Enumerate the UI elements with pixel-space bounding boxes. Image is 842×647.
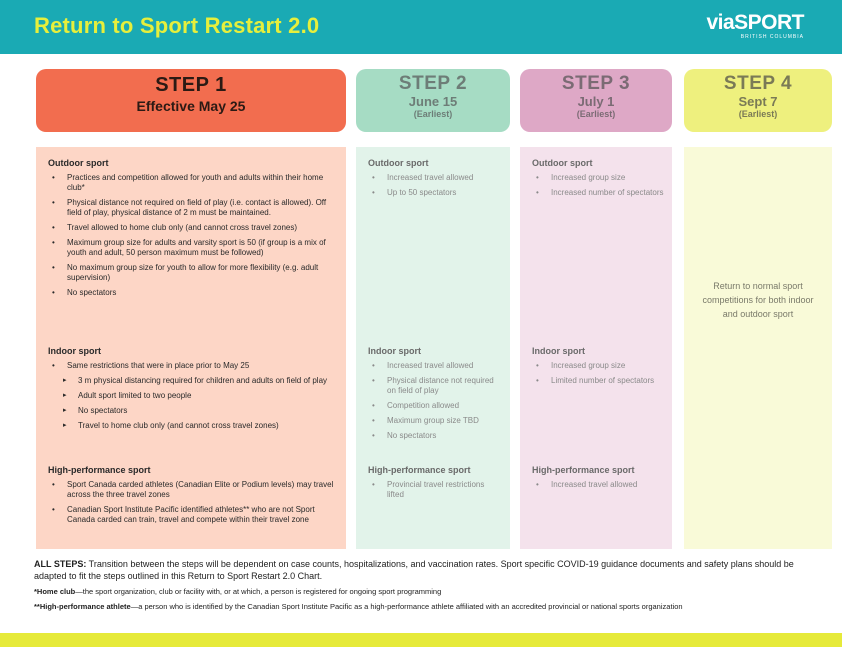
- step-2-hp-section: High-performance sport Provincial travel…: [368, 465, 502, 505]
- home-club-label: *Home club: [34, 587, 76, 596]
- logo-wordmark: viaSPORT: [706, 11, 804, 34]
- step-3-indoor-section: Indoor sport Increased group size Limite…: [532, 346, 664, 391]
- list-item: Increased travel allowed: [532, 480, 664, 490]
- section-heading: Outdoor sport: [48, 158, 109, 168]
- list-item: Competition allowed: [368, 401, 502, 411]
- list-item: Physical distance not required on field …: [368, 376, 502, 396]
- list-item: Sport Canada carded athletes (Canadian E…: [48, 480, 338, 500]
- list-item: No spectators: [48, 288, 338, 298]
- step-2-label: STEP 2: [398, 73, 468, 94]
- list-item: Practices and competition allowed for yo…: [48, 173, 338, 193]
- section-heading: Indoor sport: [532, 346, 585, 356]
- list-item: Limited number of spectators: [532, 376, 664, 386]
- step-2-date: June 15: [408, 94, 458, 109]
- list-item: Provincial travel restrictions lifted: [368, 480, 502, 500]
- section-heading: High-performance sport: [48, 465, 151, 475]
- sub-list-item: No spectators: [48, 406, 338, 416]
- list-item: No spectators: [368, 431, 502, 441]
- list-item: No maximum group size for youth to allow…: [48, 263, 338, 283]
- list-item: Increased travel allowed: [368, 361, 502, 371]
- sub-list-item: Adult sport limited to two people: [48, 391, 338, 401]
- bullet-list: Increased travel allowed Up to 50 specta…: [368, 173, 502, 198]
- step-1-indoor-section: Indoor sport Same restrictions that were…: [48, 346, 338, 436]
- list-item: Physical distance not required on field …: [48, 198, 338, 218]
- section-heading: Outdoor sport: [532, 158, 593, 168]
- step-1-hp-section: High-performance sport Sport Canada card…: [48, 465, 338, 530]
- step-1-outdoor-section: Outdoor sport Practices and competition …: [48, 158, 338, 303]
- step-1-column: Outdoor sport Practices and competition …: [36, 147, 346, 549]
- hp-athlete-label: **High-performance athlete: [34, 602, 131, 611]
- step-3-hp-section: High-performance sport Increased travel …: [532, 465, 664, 495]
- list-item: Up to 50 spectators: [368, 188, 502, 198]
- step-2-column: Outdoor sport Increased travel allowed U…: [356, 147, 510, 549]
- bullet-list: Increased travel allowed: [532, 480, 664, 490]
- step-2-outdoor-section: Outdoor sport Increased travel allowed U…: [368, 158, 502, 203]
- step-3-header: STEP 3 July 1 (Earliest): [520, 69, 672, 132]
- section-heading: Outdoor sport: [368, 158, 429, 168]
- step-4-header: STEP 4 Sept 7 (Earliest): [684, 69, 832, 132]
- section-heading: High-performance sport: [532, 465, 635, 475]
- bullet-list: Sport Canada carded athletes (Canadian E…: [48, 480, 338, 525]
- logo-subtitle: BRITISH COLUMBIA: [740, 34, 804, 40]
- step-3-outdoor-section: Outdoor sport Increased group size Incre…: [532, 158, 664, 203]
- step-1-label: STEP 1: [155, 74, 227, 96]
- step-2-indoor-section: Indoor sport Increased travel allowed Ph…: [368, 346, 502, 446]
- list-item: Increased travel allowed: [368, 173, 502, 183]
- bullet-list: Increased group size Limited number of s…: [532, 361, 664, 386]
- list-item: Maximum group size TBD: [368, 416, 502, 426]
- list-item: Maximum group size for adults and varsit…: [48, 238, 338, 258]
- home-club-text: —the sport organization, club or facilit…: [75, 587, 442, 596]
- hp-athlete-text: —a person who is identified by the Canad…: [130, 602, 683, 611]
- header-bar: Return to Sport Restart 2.0 viaSPORT BRI…: [0, 0, 842, 54]
- step-4-column: Return to normal sport competitions for …: [684, 147, 832, 549]
- all-steps-text: Transition between the steps will be dep…: [34, 559, 794, 581]
- section-heading: Indoor sport: [368, 346, 421, 356]
- home-club-note: *Home club—the sport organization, club …: [34, 587, 804, 597]
- all-steps-note: ALL STEPS: Transition between the steps …: [34, 558, 804, 582]
- sub-list-item: 3 m physical distancing required for chi…: [48, 376, 338, 386]
- footer-notes: ALL STEPS: Transition between the steps …: [34, 558, 804, 612]
- step-1-header: STEP 1 Effective May 25: [36, 69, 346, 132]
- bullet-list: Provincial travel restrictions lifted: [368, 480, 502, 500]
- step-4-text: Return to normal sport competitions for …: [702, 281, 814, 319]
- list-item: Travel allowed to home club only (and ca…: [48, 223, 338, 233]
- section-heading: High-performance sport: [368, 465, 471, 475]
- list-item: Increased group size: [532, 173, 664, 183]
- step-2-header: STEP 2 June 15 (Earliest): [356, 69, 510, 132]
- section-heading: Indoor sport: [48, 346, 101, 356]
- step-3-label: STEP 3: [561, 73, 631, 94]
- sub-list-item: Travel to home club only (and cannot cro…: [48, 421, 338, 431]
- list-item: Increased group size: [532, 361, 664, 371]
- bullet-list: Increased travel allowed Physical distan…: [368, 361, 502, 441]
- step-3-earliest: (Earliest): [576, 109, 616, 119]
- step-3-column: Outdoor sport Increased group size Incre…: [520, 147, 672, 549]
- step-4-label: STEP 4: [723, 73, 793, 94]
- bullet-list: Same restrictions that were in place pri…: [48, 361, 338, 431]
- step-4-earliest: (Earliest): [738, 109, 778, 119]
- hp-athlete-note: **High-performance athlete—a person who …: [34, 602, 804, 612]
- bullet-list: Increased group size Increased number of…: [532, 173, 664, 198]
- list-item: Increased number of spectators: [532, 188, 664, 198]
- step-3-date: July 1: [577, 94, 615, 109]
- list-item: Same restrictions that were in place pri…: [48, 361, 338, 371]
- step-2-earliest: (Earliest): [413, 109, 453, 119]
- viasport-logo: viaSPORT BRITISH COLUMBIA: [706, 12, 804, 40]
- bullet-list: Practices and competition allowed for yo…: [48, 173, 338, 298]
- bottom-accent-bar: [0, 633, 842, 647]
- page-title: Return to Sport Restart 2.0: [34, 13, 320, 38]
- list-item: Canadian Sport Institute Pacific identif…: [48, 505, 338, 525]
- all-steps-label: ALL STEPS:: [34, 559, 87, 569]
- step-4-date: Sept 7: [738, 94, 778, 109]
- step-1-date: Effective May 25: [136, 98, 246, 114]
